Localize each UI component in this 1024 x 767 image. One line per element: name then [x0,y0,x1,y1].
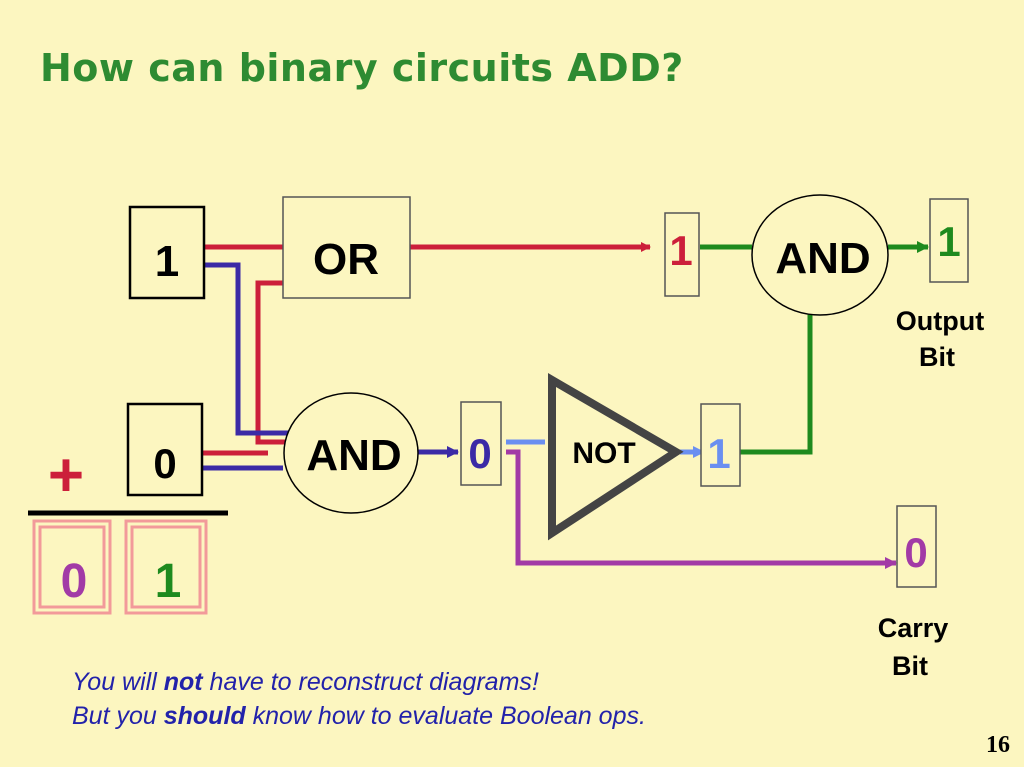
or-gate-label: OR [313,235,379,284]
output-bit-label-line1: Output [896,306,984,336]
or-value: 1 [669,227,692,274]
not-value: 1 [707,430,730,477]
output-bit-label-line2: Bit [919,342,955,372]
sum-result-digit: 1 [155,555,182,608]
input-b-box [126,402,204,497]
not-gate [548,373,684,541]
sum-result-box-inner [130,525,202,609]
not-gate-label: NOT [572,437,635,470]
wire-carry [506,449,897,569]
wire-input-a-to-and [255,280,288,445]
or-gate [282,196,411,299]
and-gate-lower [283,392,419,514]
page-number: 16 [986,732,1010,758]
carry-result-box-inner [38,525,106,609]
carry-result-digit: 0 [61,555,88,608]
wire-not-value-to-and [740,312,813,455]
slide-title: How can binary circuits ADD? [40,46,684,90]
carry-bit-label-line2: Bit [892,651,928,681]
input-a-value: 1 [155,237,179,286]
wire-input-b-to-or [205,262,288,436]
slide-caption: You will not have to reconstruct diagram… [72,665,646,733]
input-b-value: 0 [153,440,176,487]
caption-line-2: But you should know how to evaluate Bool… [72,702,646,730]
carry-result-box-outer [32,519,112,615]
and-gate-lower-label: AND [306,431,401,480]
plus-sign: + [48,441,84,510]
output-bit-box [929,198,969,283]
and-gate-upper-label: AND [775,234,870,283]
output-bit-value: 1 [937,218,960,265]
or-value-box [664,212,700,297]
carry-bit-value: 0 [904,529,927,576]
carry-bit-box [896,505,937,588]
carry-bit-label-line1: Carry [878,613,949,643]
not-value-box [700,403,741,487]
caption-line-1: You will not have to reconstruct diagram… [72,668,539,696]
sum-result-box-outer [124,519,208,615]
and-value: 0 [468,430,491,477]
and-value-box [460,401,502,486]
input-a-box [128,205,206,300]
and-gate-upper [751,194,889,316]
